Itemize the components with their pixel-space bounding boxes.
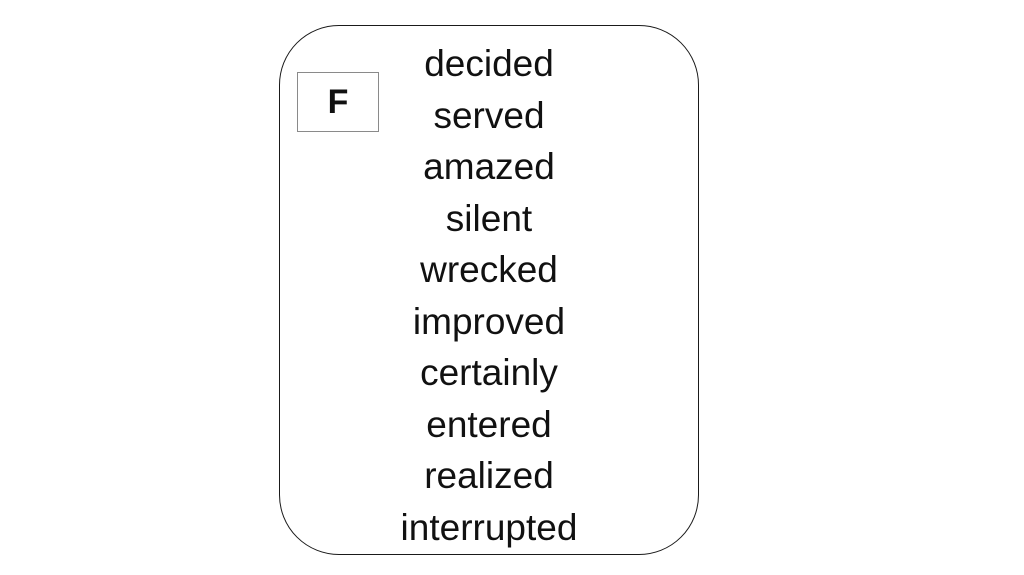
word-item: silent [445,197,533,239]
word-list: decided served amazed silent wrecked imp… [379,38,599,553]
word-item: amazed [423,146,555,187]
word-item: wrecked [420,249,558,290]
word-item: interrupted [400,506,578,548]
word-item: certainly [420,352,558,393]
word-item: improved [412,300,566,342]
card-letter-badge: F [297,72,379,132]
word-item: realized [424,455,554,496]
word-item: entered [426,403,552,445]
word-item: decided [424,43,554,84]
word-item: served [433,94,545,136]
